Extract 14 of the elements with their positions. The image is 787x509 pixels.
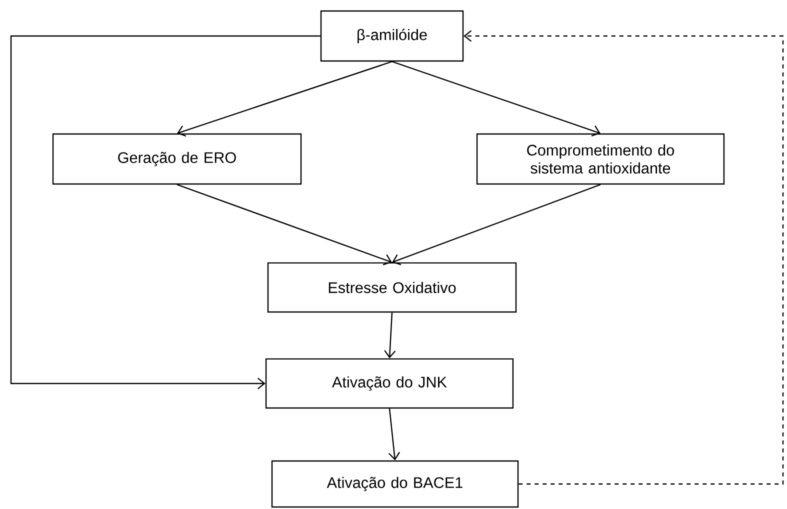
process-box: Ativação do JNK (265, 358, 514, 409)
arrow (388, 408, 400, 460)
arrow (10, 35, 320, 390)
process-box: Comprometimento do sistema antioxidante (476, 133, 725, 185)
process-box: β-amilóide (320, 10, 464, 62)
process-box: Estresse Oxidativo (267, 262, 517, 313)
process-box: Ativação do BACE1 (271, 460, 519, 508)
arrow (176, 184, 392, 266)
arrow (392, 184, 601, 266)
arrow (392, 61, 600, 137)
arrow (384, 312, 396, 358)
process-box: Geração de ERO (52, 133, 302, 185)
arrow (177, 61, 392, 137)
arrow (464, 30, 784, 485)
